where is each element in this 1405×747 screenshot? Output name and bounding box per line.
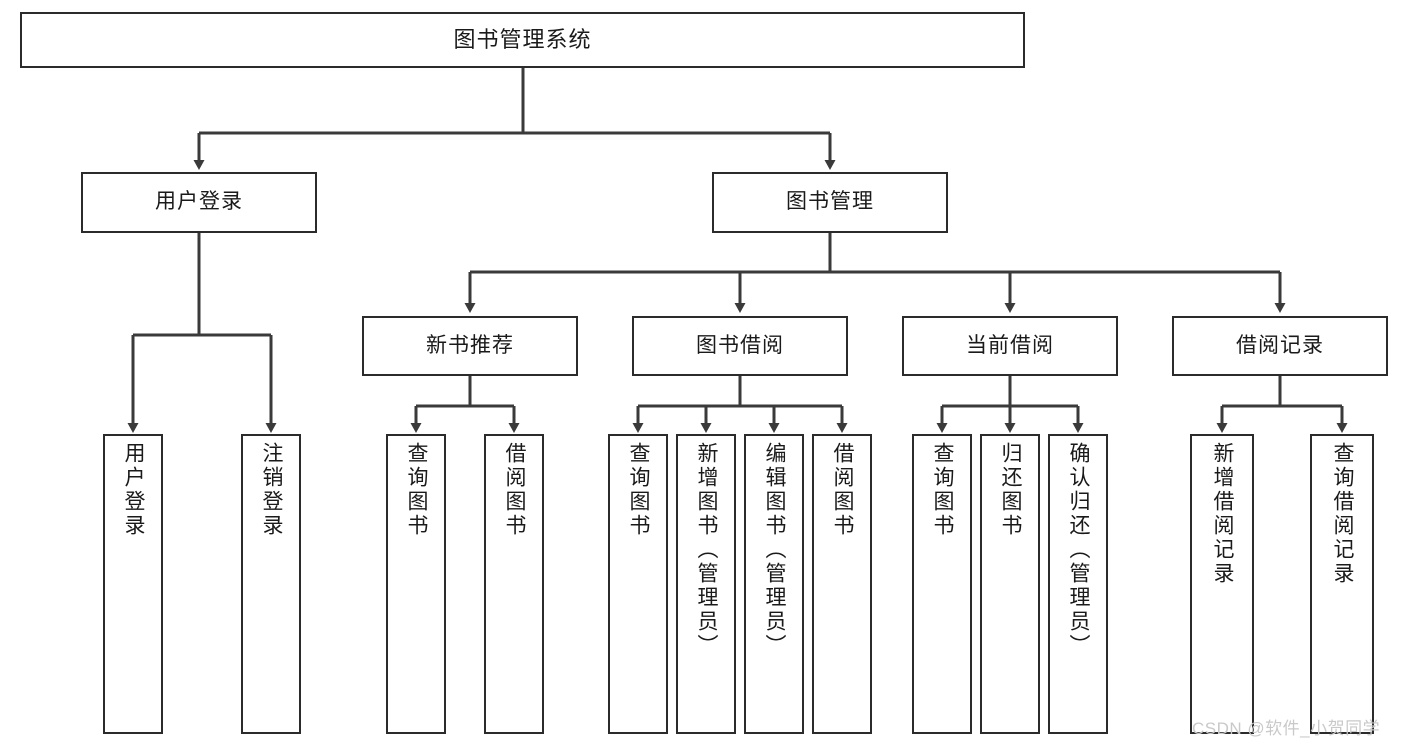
node-new-book-rec-label: 新书推荐 xyxy=(426,333,514,357)
node-current-borrow-label: 当前借阅 xyxy=(966,333,1054,357)
node-borrow-record[interactable]: 借阅记录 xyxy=(1172,316,1388,376)
leaf-record-add[interactable]: 新增借阅记录 xyxy=(1190,434,1254,734)
leaf-rec-borrow-label: 借阅图书 xyxy=(503,442,527,538)
node-root[interactable]: 图书管理系统 xyxy=(20,12,1025,68)
leaf-user-login[interactable]: 用户登录 xyxy=(103,434,163,734)
leaf-borrow-query-label: 查询图书 xyxy=(627,442,651,538)
leaf-record-query-label: 查询借阅记录 xyxy=(1331,442,1355,586)
leaf-borrow-edit-label: 编辑图书（管理员） xyxy=(763,442,787,658)
node-book-borrow[interactable]: 图书借阅 xyxy=(632,316,848,376)
node-root-label: 图书管理系统 xyxy=(453,27,592,53)
node-user-login-label: 用户登录 xyxy=(155,190,243,214)
leaf-rec-query-label: 查询图书 xyxy=(405,442,429,538)
node-book-manage-label: 图书管理 xyxy=(786,190,874,214)
node-borrow-record-label: 借阅记录 xyxy=(1236,333,1324,357)
leaf-user-login-label: 用户登录 xyxy=(122,442,146,538)
leaf-current-confirm[interactable]: 确认归还（管理员） xyxy=(1048,434,1108,734)
leaf-borrow-edit[interactable]: 编辑图书（管理员） xyxy=(744,434,804,734)
leaf-current-return[interactable]: 归还图书 xyxy=(980,434,1040,734)
leaf-record-add-label: 新增借阅记录 xyxy=(1211,442,1235,586)
leaf-borrow-add-label: 新增图书（管理员） xyxy=(695,442,719,658)
leaf-borrow-query[interactable]: 查询图书 xyxy=(608,434,668,734)
leaf-borrow-lend-label: 借阅图书 xyxy=(831,442,855,538)
node-new-book-rec[interactable]: 新书推荐 xyxy=(362,316,578,376)
leaf-user-logout[interactable]: 注销登录 xyxy=(241,434,301,734)
leaf-record-query[interactable]: 查询借阅记录 xyxy=(1310,434,1374,734)
leaf-borrow-lend[interactable]: 借阅图书 xyxy=(812,434,872,734)
csdn-watermark: CSDN @软件_小贺同学 xyxy=(1192,719,1381,738)
node-book-manage[interactable]: 图书管理 xyxy=(712,172,948,233)
leaf-current-query[interactable]: 查询图书 xyxy=(912,434,972,734)
leaf-borrow-add[interactable]: 新增图书（管理员） xyxy=(676,434,736,734)
node-current-borrow[interactable]: 当前借阅 xyxy=(902,316,1118,376)
leaf-rec-query[interactable]: 查询图书 xyxy=(386,434,446,734)
node-book-borrow-label: 图书借阅 xyxy=(696,333,784,357)
leaf-current-return-label: 归还图书 xyxy=(999,442,1023,538)
leaf-rec-borrow[interactable]: 借阅图书 xyxy=(484,434,544,734)
leaf-current-query-label: 查询图书 xyxy=(931,442,955,538)
leaf-current-confirm-label: 确认归还（管理员） xyxy=(1067,442,1091,658)
node-user-login[interactable]: 用户登录 xyxy=(81,172,317,233)
leaf-user-logout-label: 注销登录 xyxy=(260,442,284,538)
